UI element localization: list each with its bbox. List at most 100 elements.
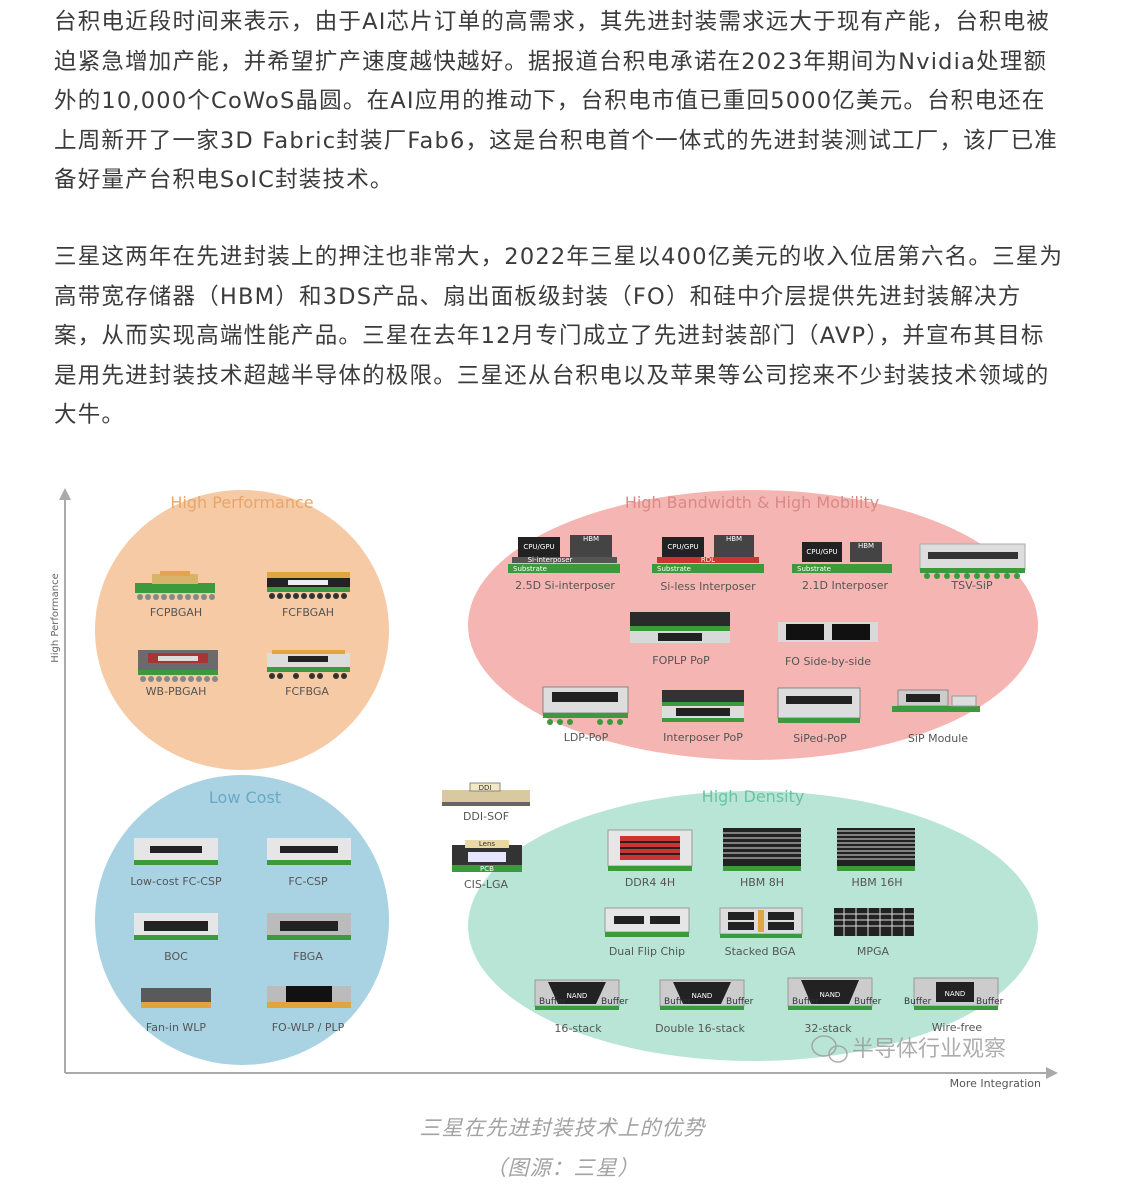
nand-text: NAND bbox=[567, 992, 588, 1000]
fcpbgah-package: FCPBGAH bbox=[135, 571, 215, 619]
buffer-text: Buffer bbox=[792, 997, 820, 1007]
hbm-16h-label: HBM 16H bbox=[851, 876, 902, 889]
mpga-package: MPGA bbox=[834, 908, 914, 958]
high-performance-region bbox=[95, 490, 389, 770]
fcfbgah-label: FCFBGAH bbox=[282, 606, 334, 619]
dual-flip-chip-package: Dual Flip Chip bbox=[604, 907, 690, 958]
dual-flip-chip-label: Dual Flip Chip bbox=[609, 945, 685, 958]
y-axis-arrow bbox=[59, 488, 71, 500]
double-16-stack-label: Double 16-stack bbox=[655, 1022, 745, 1035]
interposer-pop-package: Interposer PoP bbox=[662, 690, 744, 744]
rdl-text: RDL bbox=[701, 556, 715, 564]
siped-pop-label: SiPed-PoP bbox=[793, 732, 847, 745]
ldp-pop-label: LDP-PoP bbox=[564, 731, 609, 744]
hbm-text: HBM bbox=[858, 542, 874, 550]
fcfbga-package: FCFBGA bbox=[267, 650, 350, 698]
stacked-bga-package: Stacked BGA bbox=[719, 907, 803, 958]
fcpbgah-label: FCPBGAH bbox=[150, 606, 202, 619]
y-axis-label: High Performance bbox=[50, 573, 61, 663]
fo-wlp-plp-label: FO-WLP / PLP bbox=[272, 1021, 345, 1034]
si-interposer-text: Si-interposer bbox=[528, 556, 573, 564]
2-1d-interposer-label: 2.1D Interposer bbox=[802, 579, 888, 592]
cpu-gpu-text: CPU/GPU bbox=[806, 548, 837, 556]
boc-label: BOC bbox=[164, 950, 188, 963]
2-5d-si-interposer-package: CPU/GPU HBM Si-interposer Substrate 2.5D… bbox=[508, 535, 620, 592]
x-axis-label: More Integration bbox=[950, 1077, 1041, 1090]
fc-csp-label: FC-CSP bbox=[288, 875, 328, 888]
pcb-text: PCB bbox=[480, 865, 494, 873]
fbga-package: FBGA bbox=[267, 913, 351, 963]
stacked-bga-label: Stacked BGA bbox=[725, 945, 796, 958]
cpu-gpu-text: CPU/GPU bbox=[667, 543, 698, 551]
hbm-8h-label: HBM 8H bbox=[740, 876, 784, 889]
paragraph-1: 台积电近段时间来表示，由于AI芯片订单的高需求，其先进封装需求远大于现有产能，台… bbox=[54, 9, 1058, 193]
substrate-text: Substrate bbox=[513, 565, 547, 573]
siped-pop-package: SiPed-PoP bbox=[777, 687, 861, 745]
sip-module-label: SiP Module bbox=[908, 732, 968, 745]
high-bandwidth-region bbox=[468, 490, 1038, 760]
ddr4-4h-label: DDR4 4H bbox=[625, 876, 675, 889]
hbm-8h-package: HBM 8H bbox=[723, 828, 801, 889]
si-less-interposer-package: CPU/GPU HBM RDL Substrate Si-less Interp… bbox=[652, 535, 764, 593]
wb-pbgah-package: WB-PBGAH bbox=[138, 650, 218, 698]
wire-free-label: Wire-free bbox=[932, 1021, 983, 1034]
fcfbga-label: FCFBGA bbox=[285, 685, 329, 698]
buffer-text: Buffer bbox=[664, 997, 692, 1007]
hbm-text: HBM bbox=[583, 535, 599, 543]
buffer-text: Buffer bbox=[904, 997, 932, 1007]
low-cost-title: Low Cost bbox=[209, 788, 281, 807]
cis-lga-package: Lens PCB CIS-LGA bbox=[452, 840, 522, 891]
tsv-sip-label: TSV-SiP bbox=[950, 579, 993, 592]
interposer-pop-label: Interposer PoP bbox=[663, 731, 743, 744]
ddi-sof-package: DDI DDI-SOF bbox=[442, 782, 530, 823]
boc-package: BOC bbox=[134, 913, 218, 963]
tsv-sip-package: TSV-SiP bbox=[919, 543, 1026, 592]
substrate-text: Substrate bbox=[797, 565, 831, 573]
fan-in-wlp-label: Fan-in WLP bbox=[146, 1021, 207, 1034]
substrate-text: Substrate bbox=[657, 565, 691, 573]
buffer-text: Buffer bbox=[726, 997, 754, 1007]
low-cost-fc-csp-label: Low-cost FC-CSP bbox=[130, 875, 222, 888]
high-performance-title: High Performance bbox=[170, 493, 313, 512]
figure-source: （图源：三星） bbox=[485, 1156, 640, 1180]
foplp-pop-package: FOPLP PoP bbox=[630, 612, 730, 667]
fcfbgah-package: FCFBGAH bbox=[267, 572, 350, 619]
paragraph-2: 三星这两年在先进封装上的押注也非常大，2022年三星以400亿美元的收入位居第六… bbox=[54, 244, 1064, 428]
sip-module-package: SiP Module bbox=[892, 689, 980, 745]
hbm-text: HBM bbox=[726, 535, 742, 543]
figure-caption: 三星在先进封装技术上的优势 bbox=[419, 1116, 706, 1140]
buffer-text: Buffer bbox=[539, 997, 567, 1007]
16-stack-label: 16-stack bbox=[554, 1022, 602, 1035]
fo-wlp-plp-package: FO-WLP / PLP bbox=[267, 986, 351, 1034]
nand-text: NAND bbox=[820, 991, 841, 999]
packaging-technology-figure: High Performance More Integration High P… bbox=[50, 488, 1058, 1090]
fo-side-by-side-label: FO Side-by-side bbox=[785, 655, 871, 668]
watermark: 半导体行业观察 bbox=[852, 1037, 1006, 1062]
wechat-icon bbox=[811, 1035, 848, 1063]
2-1d-interposer-package: CPU/GPU HBM Substrate 2.1D Interposer bbox=[792, 542, 892, 592]
buffer-text: Buffer bbox=[976, 997, 1004, 1007]
ddi-text: DDI bbox=[479, 784, 492, 792]
lens-text: Lens bbox=[479, 840, 496, 848]
16-stack-package: NAND Buffer Buffer 16-stack bbox=[534, 979, 629, 1035]
buffer-text: Buffer bbox=[601, 997, 629, 1007]
wb-pbgah-label: WB-PBGAH bbox=[146, 685, 207, 698]
2-5d-si-interposer-label: 2.5D Si-interposer bbox=[515, 579, 615, 592]
hbm-16h-package: HBM 16H bbox=[837, 828, 915, 889]
cis-lga-label: CIS-LGA bbox=[464, 878, 509, 891]
double-16-stack-package: NAND Buffer Buffer Double 16-stack bbox=[655, 979, 754, 1035]
wire-free-package: NAND Buffer Buffer Wire-free bbox=[904, 977, 1004, 1034]
mpga-label: MPGA bbox=[857, 945, 890, 958]
x-axis-arrow bbox=[1046, 1067, 1058, 1079]
high-bandwidth-title: High Bandwidth & High Mobility bbox=[625, 493, 879, 512]
fbga-label: FBGA bbox=[293, 950, 323, 963]
low-cost-fc-csp-package: Low-cost FC-CSP bbox=[130, 838, 222, 888]
fc-csp-package: FC-CSP bbox=[267, 838, 351, 888]
si-less-interposer-label: Si-less Interposer bbox=[660, 580, 756, 593]
foplp-pop-label: FOPLP PoP bbox=[652, 654, 710, 667]
fan-in-wlp-package: Fan-in WLP bbox=[141, 988, 211, 1034]
nand-text: NAND bbox=[945, 990, 966, 998]
ldp-pop-package: LDP-PoP bbox=[542, 686, 629, 744]
buffer-text: Buffer bbox=[854, 997, 882, 1007]
nand-text: NAND bbox=[692, 992, 713, 1000]
